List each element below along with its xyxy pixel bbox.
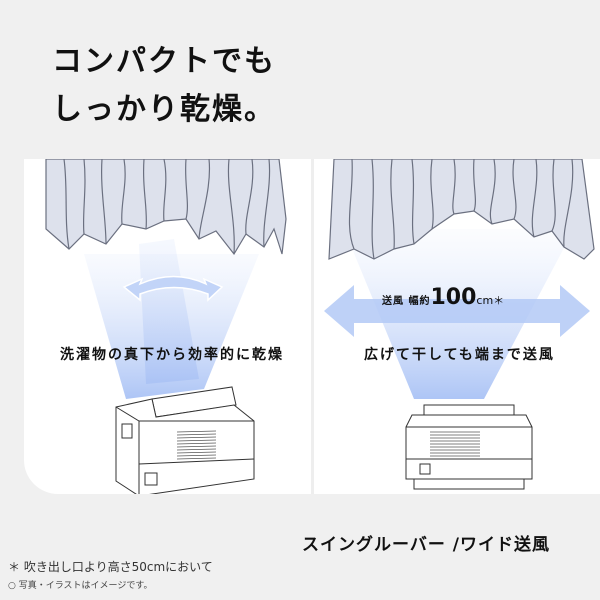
airflow-width-unit: cm＊ — [476, 294, 505, 307]
scene-divider — [311, 159, 314, 494]
wide-scene-illustration — [324, 159, 595, 490]
hanging-clothes-icon — [45, 159, 287, 256]
dehumidifier-icon — [405, 404, 533, 490]
headline: コンパクトでも しっかり乾燥。 — [52, 38, 276, 134]
airflow-beam — [84, 239, 259, 399]
feature-title: スイングルーバー /ワイド送風 — [302, 535, 550, 555]
illustration-panel: 洗濯物の真下から効率的に乾燥 — [24, 159, 600, 494]
swing-scene-illustration — [45, 159, 287, 494]
dehumidifier-icon — [115, 386, 255, 494]
hanging-clothes-icon — [328, 159, 595, 260]
footnote-measurement: ＊ 吹き出し口より高さ50cmにおいて — [8, 560, 213, 574]
airflow-width-value: 100 — [430, 285, 477, 310]
headline-line-1: コンパクトでも — [52, 44, 276, 79]
headline-line-2: しっかり乾燥。 — [52, 92, 276, 127]
wide-caption: 広げて干しても端まで送風 — [364, 347, 555, 363]
wide-airflow-scene: 送風 幅約100cm＊ 広げて干しても端まで送風 — [314, 159, 600, 494]
swing-louver-scene: 洗濯物の真下から効率的に乾燥 — [24, 159, 311, 494]
airflow-width-prefix: 送風 幅約 — [382, 296, 431, 307]
swing-caption: 洗濯物の真下から効率的に乾燥 — [60, 347, 284, 363]
swing-arrow-icon — [122, 275, 224, 302]
wide-arrow-icon — [324, 285, 590, 337]
airflow-width-label: 送風 幅約100cm＊ — [382, 285, 504, 310]
footnote-disclaimer: ○ 写真・イラストはイメージです。 — [8, 581, 153, 591]
